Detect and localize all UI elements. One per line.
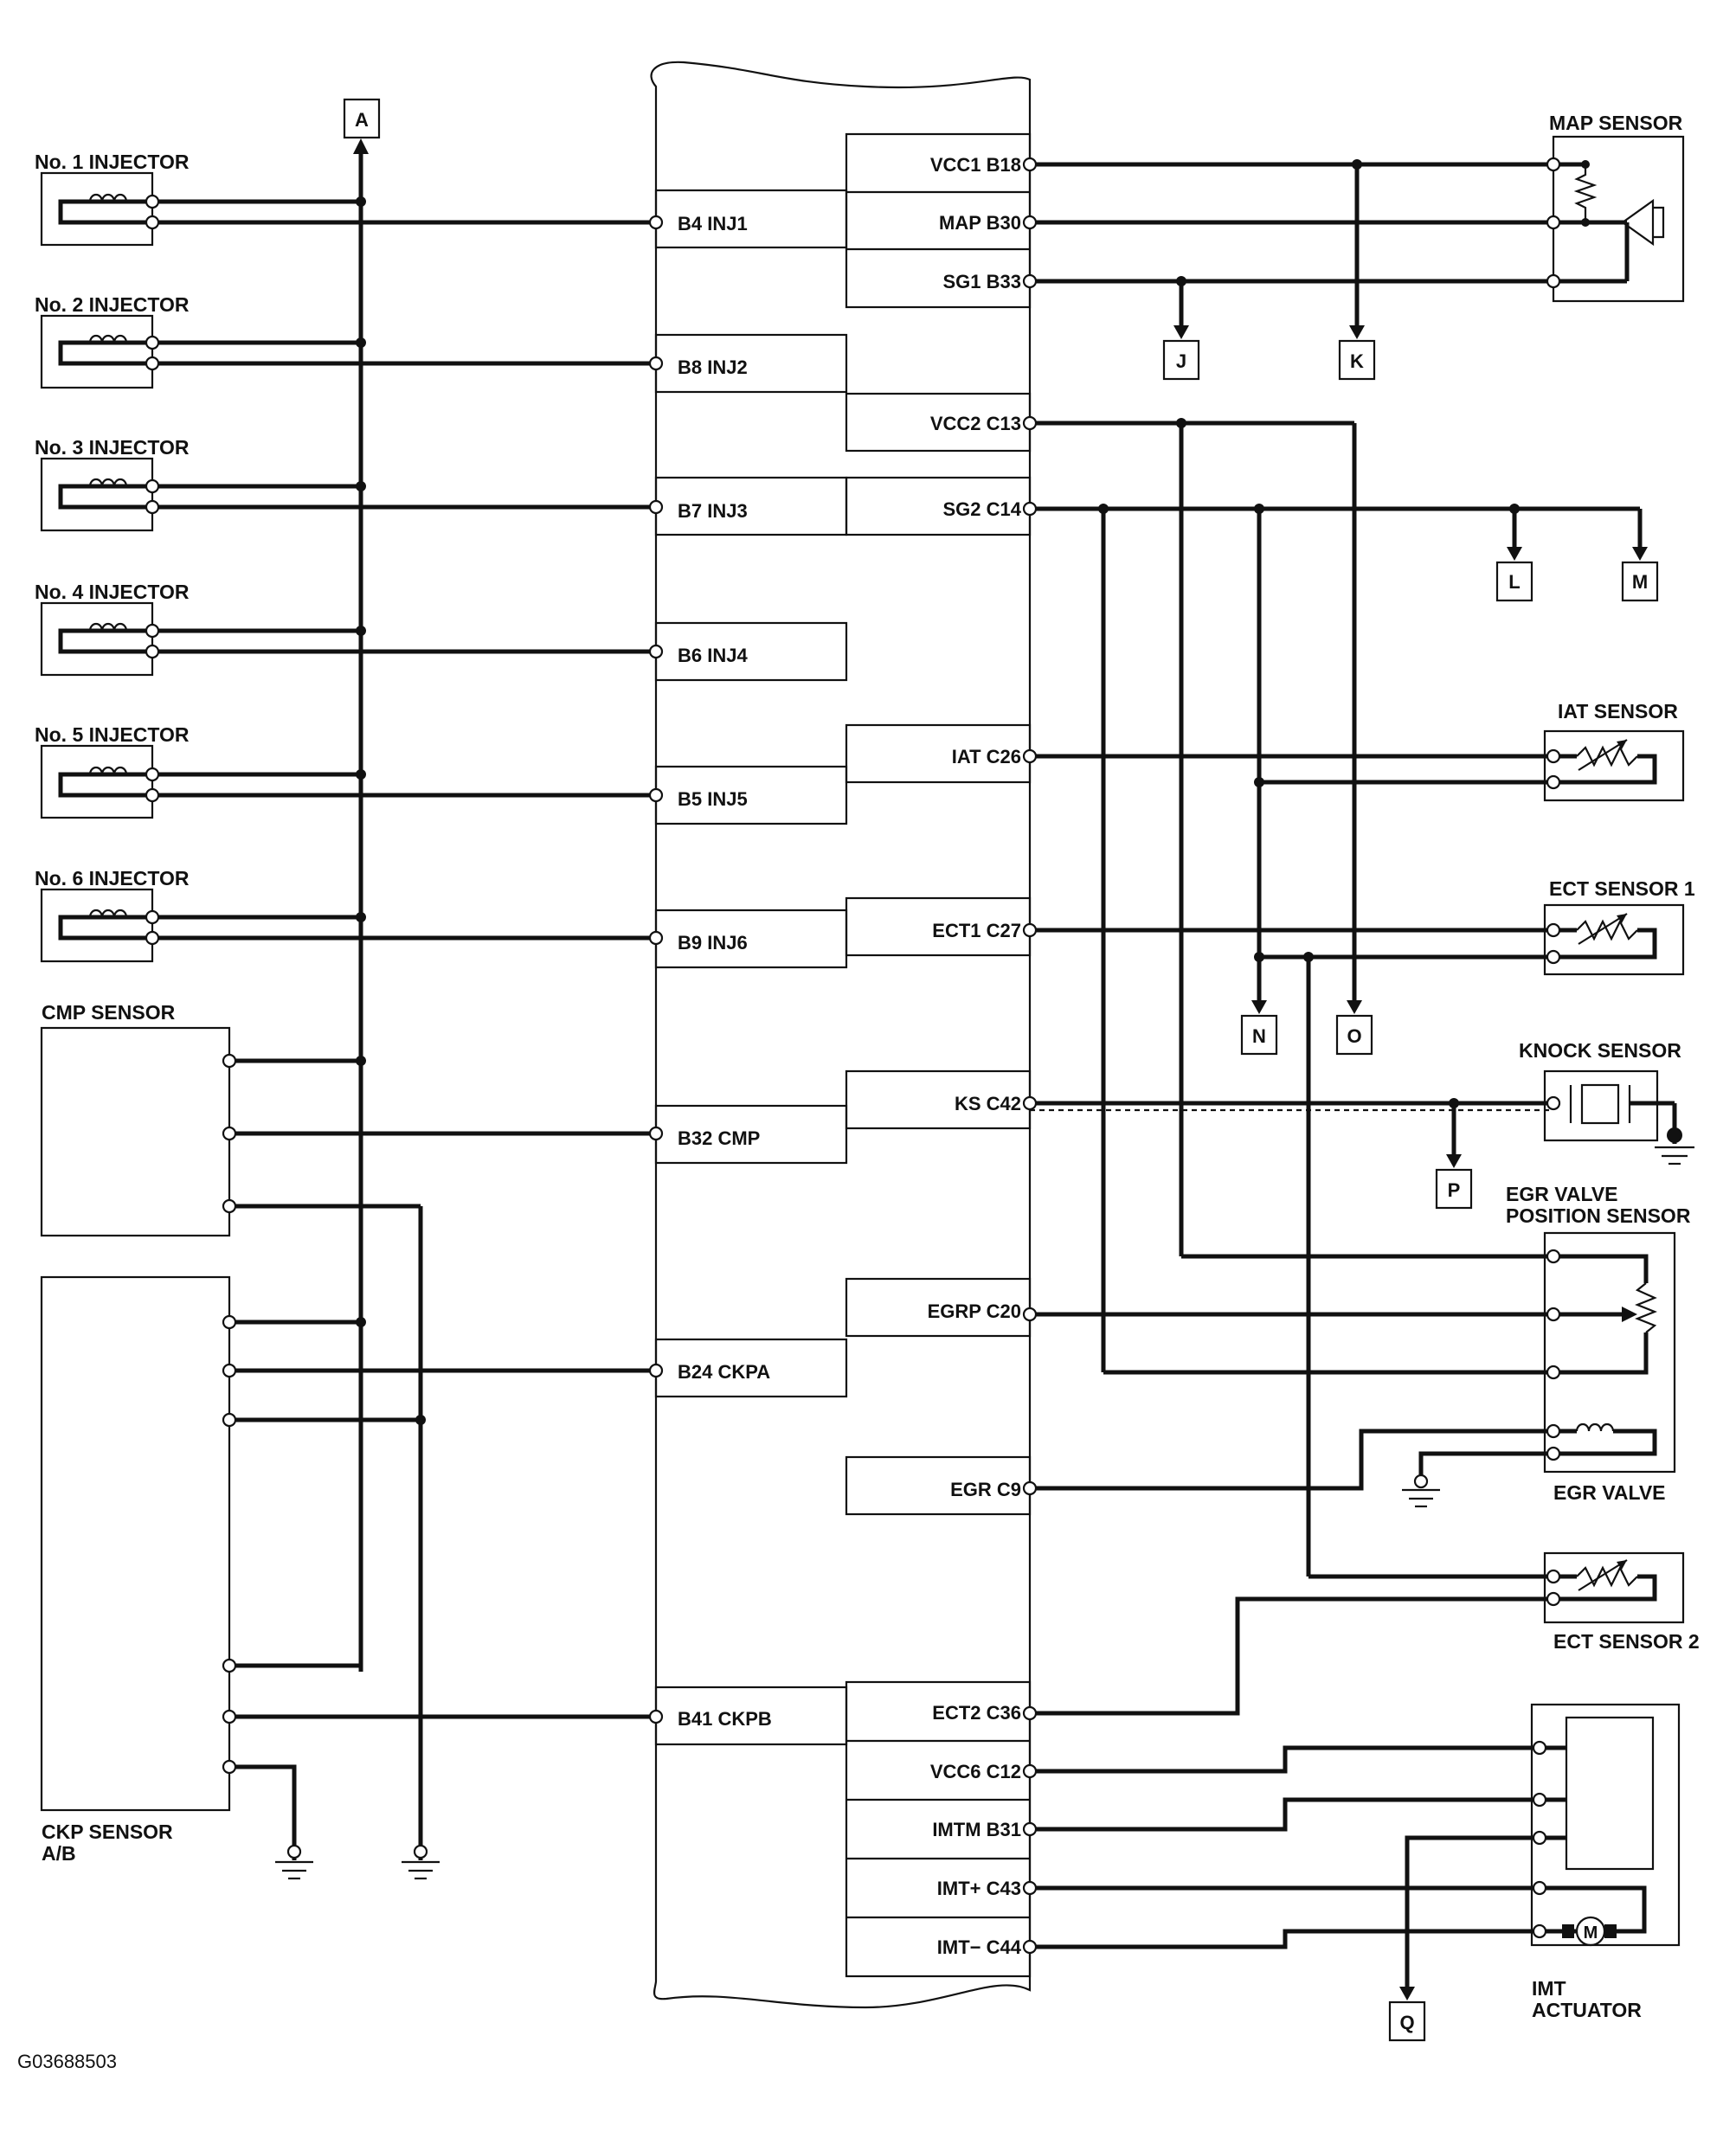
connector-p: P xyxy=(1435,1154,1473,1210)
injector-5: No. 5 INJECTOR xyxy=(35,723,190,819)
egr-valve-label: EGR VALVE xyxy=(1553,1481,1666,1504)
connector-k: K xyxy=(1338,325,1376,381)
terminal-label-vcc6: VCC6 C12 xyxy=(930,1761,1021,1782)
ect-sensor-1-label: ECT SENSOR 1 xyxy=(1549,877,1695,900)
ect-sensor-1: ECT SENSOR 1 xyxy=(1543,877,1695,976)
egr-position-sensor-label-sub: POSITION SENSOR xyxy=(1506,1204,1691,1227)
iat-sensor-label: IAT SENSOR xyxy=(1558,700,1678,722)
imt-actuator-label-sub: ACTUATOR xyxy=(1532,1999,1642,2021)
terminal-label-ks: KS C42 xyxy=(955,1093,1021,1114)
ckp-sensor-label: CKP SENSOR xyxy=(42,1821,173,1843)
terminal-label-egrp: EGRP C20 xyxy=(928,1300,1021,1322)
egr-position-sensor-label: EGR VALVE xyxy=(1506,1183,1618,1205)
imt-motor-label: M xyxy=(1584,1923,1598,1943)
connector-a: A xyxy=(343,98,381,154)
terminal-label-egr: EGR C9 xyxy=(950,1479,1021,1500)
cmp-sensor: CMP SENSOR xyxy=(40,1001,231,1237)
knock-sensor: KNOCK SENSOR xyxy=(1519,1039,1694,1166)
terminal-label-ect1: ECT1 C27 xyxy=(932,920,1021,941)
cmp-sensor-label: CMP SENSOR xyxy=(42,1001,176,1024)
terminal-label-inj4: B6 INJ4 xyxy=(678,645,748,666)
connector-label: K xyxy=(1350,350,1364,372)
injector-3: No. 3 INJECTOR xyxy=(35,436,190,532)
terminal-label-inj6: B9 INJ6 xyxy=(678,932,748,954)
connector-label: M xyxy=(1632,571,1648,593)
injector-6: No. 6 INJECTOR xyxy=(35,867,190,963)
terminal-label-map: MAP B30 xyxy=(939,212,1021,234)
terminal-label-ect2: ECT2 C36 xyxy=(932,1702,1021,1724)
terminal-label-inj5: B5 INJ5 xyxy=(678,788,748,810)
ect-sensor-2-label: ECT SENSOR 2 xyxy=(1553,1630,1700,1653)
left-junction-dots xyxy=(356,196,426,1425)
injector-4: No. 4 INJECTOR xyxy=(35,581,190,677)
terminal-label-vcc2: VCC2 C13 xyxy=(930,413,1021,434)
connector-j: J xyxy=(1162,325,1200,381)
ecm-right-terminal-labels: VCC1 B18 MAP B30 SG1 B33 VCC2 C13 SG2 C1… xyxy=(928,154,1022,1958)
ecm-body xyxy=(650,61,1032,2009)
injector-label: No. 2 INJECTOR xyxy=(35,293,190,316)
map-sensor-label: MAP SENSOR xyxy=(1549,112,1683,134)
connector-label: N xyxy=(1252,1025,1266,1047)
terminal-label-inj2: B8 INJ2 xyxy=(678,356,748,378)
injector-2: No. 2 INJECTOR xyxy=(35,293,190,389)
imt-actuator-label: IMT xyxy=(1532,1977,1566,2000)
ecm-left-terminal-boxes xyxy=(654,189,848,1746)
iat-sensor: IAT SENSOR xyxy=(1543,700,1685,802)
connector-label: J xyxy=(1176,350,1186,372)
terminal-label-sg1: SG1 B33 xyxy=(943,271,1022,292)
ground-symbol-egr xyxy=(1402,1488,1440,1508)
injector-label: No. 1 INJECTOR xyxy=(35,151,190,173)
ckp-sensor-label-sub: A/B xyxy=(42,1842,76,1865)
connector-l: L xyxy=(1495,547,1533,602)
terminal-label-imt-minus: IMT− C44 xyxy=(937,1936,1022,1958)
connector-o: O xyxy=(1335,1000,1373,1056)
injector-label: No. 5 INJECTOR xyxy=(35,723,190,746)
terminal-label-ckpb: B41 CKPB xyxy=(678,1708,772,1730)
connector-q: Q xyxy=(1388,1987,1426,2042)
ecm-right-terminal-boxes xyxy=(845,132,1032,1978)
connector-label: O xyxy=(1347,1025,1361,1047)
terminal-label-cmp: B32 CMP xyxy=(678,1127,760,1149)
knock-sensor-label: KNOCK SENSOR xyxy=(1519,1039,1681,1062)
terminal-label-inj3: B7 INJ3 xyxy=(678,500,748,522)
terminal-label-inj1: B4 INJ1 xyxy=(678,213,748,234)
terminal-label-ckpa: B24 CKPA xyxy=(678,1361,770,1383)
terminal-label-sg2: SG2 C14 xyxy=(943,498,1022,520)
connector-n: N xyxy=(1240,1000,1278,1056)
terminal-label-vcc1: VCC1 B18 xyxy=(930,154,1021,176)
connector-m: M xyxy=(1621,547,1659,602)
right-wiring xyxy=(1030,162,1643,1990)
ecm-left-terminal-labels: B4 INJ1 B8 INJ2 B7 INJ3 B6 INJ4 B5 INJ5 … xyxy=(678,213,772,1730)
terminal-label-imtm: IMTM B31 xyxy=(932,1819,1021,1840)
connector-label: Q xyxy=(1399,2012,1414,2033)
pin-circles xyxy=(145,157,1561,1955)
connector-label: L xyxy=(1508,571,1520,593)
injector-1: No. 1 INJECTOR xyxy=(35,151,190,247)
connector-label: P xyxy=(1448,1179,1461,1201)
terminal-label-imt-plus: IMT+ C43 xyxy=(937,1878,1021,1899)
ect-sensor-2: ECT SENSOR 2 xyxy=(1543,1551,1700,1653)
left-wiring xyxy=(152,147,656,1852)
injector-label: No. 3 INJECTOR xyxy=(35,436,190,459)
map-sensor: MAP SENSOR xyxy=(1549,112,1685,303)
right-junction-dots xyxy=(1098,159,1520,1108)
ckp-sensor: CKP SENSOR A/B xyxy=(40,1275,231,1865)
connector-label: A xyxy=(355,109,369,131)
terminal-label-iat: IAT C26 xyxy=(952,746,1021,767)
injector-label: No. 4 INJECTOR xyxy=(35,581,190,603)
injector-label: No. 6 INJECTOR xyxy=(35,867,190,889)
figure-id: G03688503 xyxy=(17,2051,117,2072)
imt-actuator: M IMT ACTUATOR xyxy=(1530,1703,1681,2021)
egr-valve-position-sensor: EGR VALVE POSITION SENSOR EGR VALVE xyxy=(1506,1183,1691,1504)
